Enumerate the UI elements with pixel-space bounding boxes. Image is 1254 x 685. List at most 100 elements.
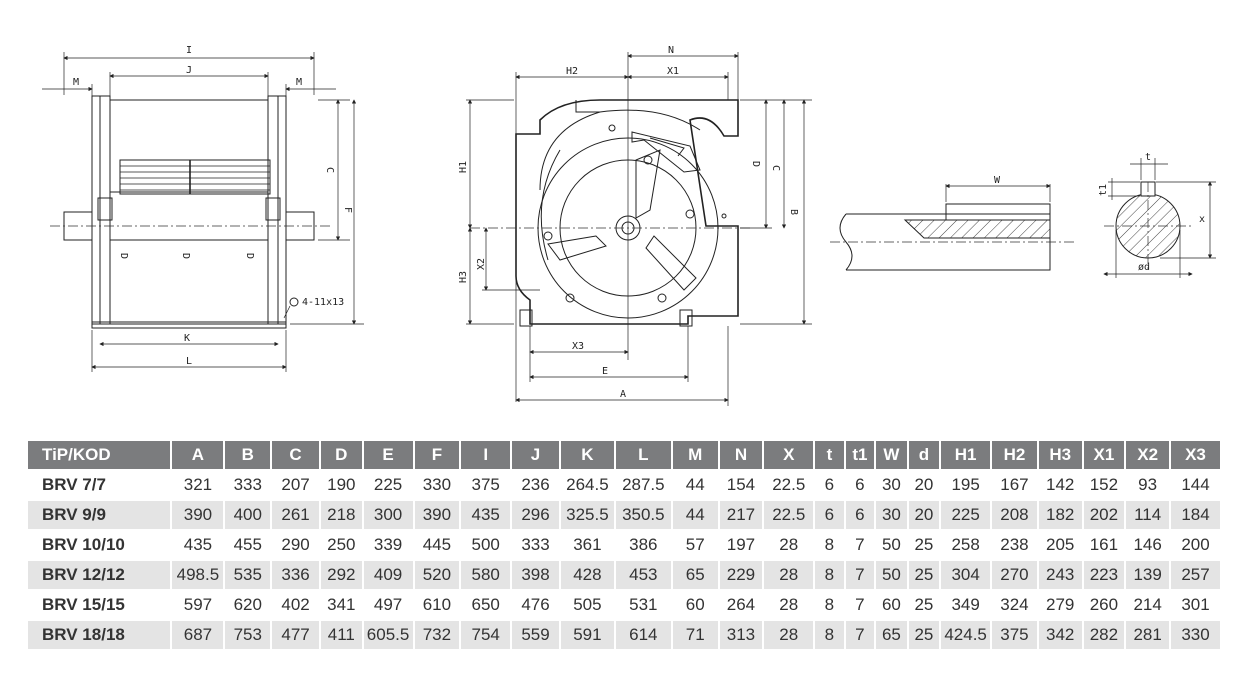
column-header-k: K: [560, 441, 614, 469]
dim-label-x2: X2: [476, 258, 487, 270]
dim-label-b: B: [788, 209, 799, 215]
table-cell: 409: [363, 561, 413, 589]
table-cell: 154: [719, 471, 763, 499]
table-cell: 28: [764, 591, 814, 619]
table-cell: 257: [1171, 561, 1220, 589]
table-cell: 6: [845, 501, 875, 529]
table-cell: 531: [615, 591, 671, 619]
table-cell: 445: [414, 531, 460, 559]
dim-label-w: W: [994, 175, 1001, 186]
column-header-l: L: [615, 441, 671, 469]
row-label: BRV 10/10: [28, 531, 171, 559]
table-cell: 559: [512, 621, 559, 649]
table-cell: 7: [845, 591, 875, 619]
table-cell: 22.5: [764, 501, 814, 529]
table-cell: 44: [672, 471, 718, 499]
table-cell: 243: [1038, 561, 1082, 589]
table-cell: 20: [908, 501, 940, 529]
table-cell: 184: [1171, 501, 1220, 529]
table-cell: 50: [876, 561, 907, 589]
table-cell: 214: [1126, 591, 1169, 619]
dim-label-h3: H3: [458, 271, 469, 283]
table-cell: 30: [876, 471, 907, 499]
column-header-h3: H3: [1038, 441, 1082, 469]
dim-label-j: J: [186, 65, 192, 76]
table-cell: 591: [560, 621, 614, 649]
table-cell: 60: [876, 591, 907, 619]
table-cell: 290: [272, 531, 319, 559]
table-cell: 250: [320, 531, 362, 559]
table-cell: 333: [225, 471, 271, 499]
table-cell: 28: [764, 531, 814, 559]
hole-note: 4-11x13: [302, 297, 344, 308]
table-cell: 44: [672, 501, 718, 529]
table-cell: 301: [1171, 591, 1220, 619]
table-cell: 236: [512, 471, 559, 499]
table-cell: 207: [272, 471, 319, 499]
dim-label-e: E: [602, 366, 608, 377]
table-cell: 350.5: [615, 501, 671, 529]
table-cell: 93: [1126, 471, 1169, 499]
column-header-x3: X3: [1171, 441, 1220, 469]
row-label: BRV 9/9: [28, 501, 171, 529]
table-cell: 25: [908, 561, 940, 589]
dim-label-t: t: [1145, 152, 1151, 163]
table-cell: 270: [992, 561, 1037, 589]
table-cell: 25: [908, 621, 940, 649]
table-cell: 202: [1083, 501, 1125, 529]
column-header-h1: H1: [941, 441, 991, 469]
table-cell: 139: [1126, 561, 1169, 589]
table-cell: 341: [320, 591, 362, 619]
table-cell: 304: [941, 561, 991, 589]
dim-label-h1: H1: [458, 161, 469, 173]
table-cell: 223: [1083, 561, 1125, 589]
table-cell: 218: [320, 501, 362, 529]
column-header-x: X: [764, 441, 814, 469]
table-cell: 25: [908, 591, 940, 619]
table-cell: 287.5: [615, 471, 671, 499]
table-cell: 114: [1126, 501, 1169, 529]
table-cell: 361: [560, 531, 614, 559]
dim-label-c-front: C: [324, 167, 335, 173]
table-cell: 342: [1038, 621, 1082, 649]
row-label: BRV 18/18: [28, 621, 171, 649]
table-cell: 375: [461, 471, 511, 499]
column-header-d: D: [320, 441, 362, 469]
table-cell: 146: [1126, 531, 1169, 559]
table-cell: 225: [941, 501, 991, 529]
table-cell: 190: [320, 471, 362, 499]
shaft-section: t t1 x ød: [1098, 152, 1216, 278]
table-cell: 205: [1038, 531, 1082, 559]
table-cell: 339: [363, 531, 413, 559]
table-cell: 200: [1171, 531, 1220, 559]
table-cell: 71: [672, 621, 718, 649]
column-header-type: TiP/KOD: [28, 441, 171, 469]
table-cell: 687: [172, 621, 224, 649]
shaft-detail: W: [830, 175, 1074, 271]
table-cell: 497: [363, 591, 413, 619]
table-cell: 400: [225, 501, 271, 529]
dim-label-n: N: [668, 45, 674, 56]
table-cell: 428: [560, 561, 614, 589]
dim-label-x1: X1: [667, 66, 679, 77]
table-cell: 217: [719, 501, 763, 529]
dim-label-m-right: M: [296, 77, 302, 88]
table-cell: 161: [1083, 531, 1125, 559]
table-cell: 28: [764, 621, 814, 649]
column-header-e: E: [363, 441, 413, 469]
table-cell: 753: [225, 621, 271, 649]
column-header-t: t: [815, 441, 844, 469]
table-cell: 375: [992, 621, 1037, 649]
table-cell: 610: [414, 591, 460, 619]
table-cell: 398: [512, 561, 559, 589]
table-cell: 28: [764, 561, 814, 589]
row-label: BRV 15/15: [28, 591, 171, 619]
table-cell: 477: [272, 621, 319, 649]
table-cell: 411: [320, 621, 362, 649]
table-cell: 8: [815, 621, 844, 649]
table-cell: 300: [363, 501, 413, 529]
table-cell: 435: [461, 501, 511, 529]
